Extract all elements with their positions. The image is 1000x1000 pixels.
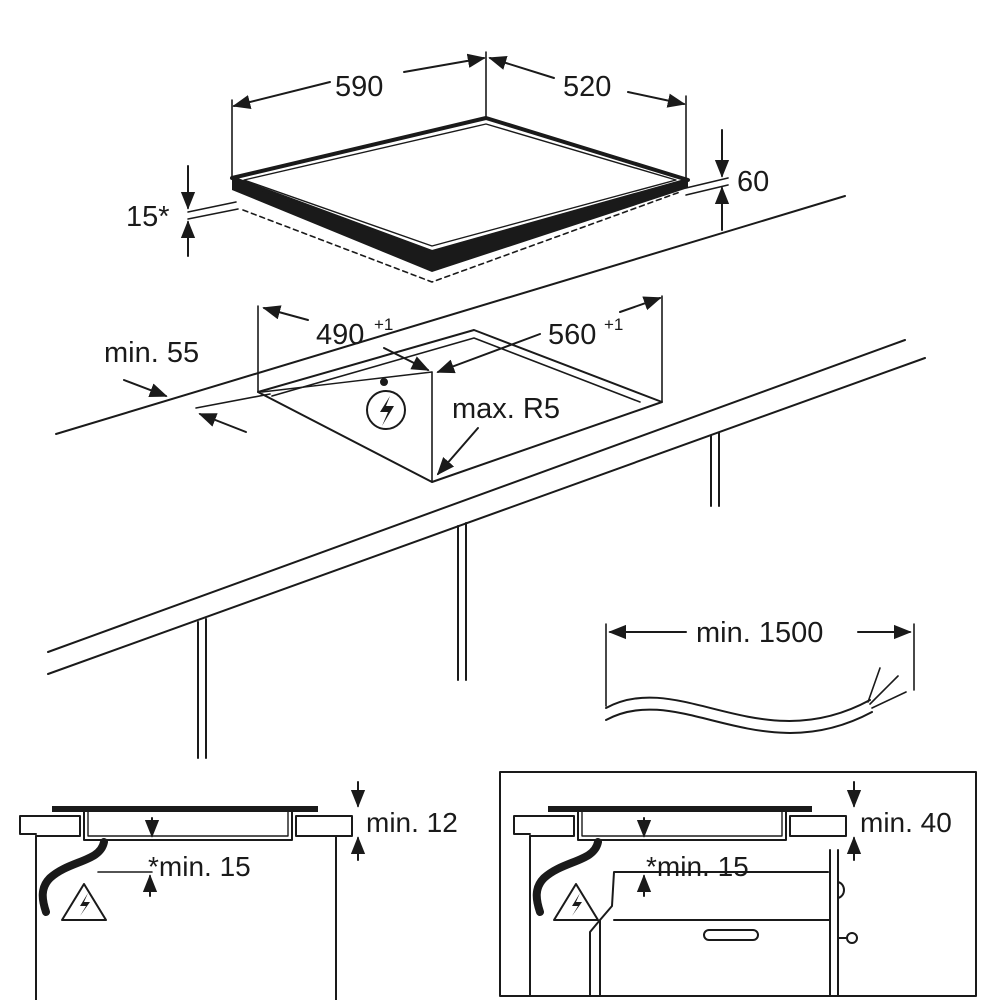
high-voltage-warning-icon [553,883,599,921]
label-left-min-12: min. 12 [366,807,458,838]
hob-illustration [187,116,729,283]
label-max-r5: max. R5 [452,393,560,425]
dimension-cutout-490: 490 +1 [257,305,430,393]
dimension-width-590: 590 [231,51,487,179]
label-group-max-r5: max. R5 [436,393,560,476]
section-right [499,771,977,997]
dimension-cutout-560: 560 +1 [436,295,663,403]
power-cable-icon [605,667,907,734]
dimension-height-60: 60 [714,129,769,231]
label-15-star: 15* [126,201,170,233]
high-voltage-warning-icon [61,883,107,921]
label-right-min-15: *min. 15 [646,851,749,882]
label-560: 560 [548,319,596,351]
label-left-min-15: *min. 15 [148,851,251,882]
worktop-illustration [47,195,926,759]
label-min-55: min. 55 [104,337,199,369]
dimension-min-55: min. 55 [104,337,271,433]
high-voltage-warning-icon [366,378,406,430]
section-left [19,781,366,1000]
label-490: 490 [316,319,364,351]
dimension-depth-520: 520 [488,55,687,179]
label-590: 590 [335,71,383,103]
label-right-min-40: min. 40 [860,807,952,838]
label-60: 60 [737,166,769,198]
label-490-tolerance: +1 [374,315,393,334]
label-520: 520 [563,71,611,103]
label-min-1500: min. 1500 [696,617,823,649]
dimension-min-1500: min. 1500 [605,617,915,707]
dimension-edge-15: 15* [126,165,196,257]
label-560-tolerance: +1 [604,315,623,334]
